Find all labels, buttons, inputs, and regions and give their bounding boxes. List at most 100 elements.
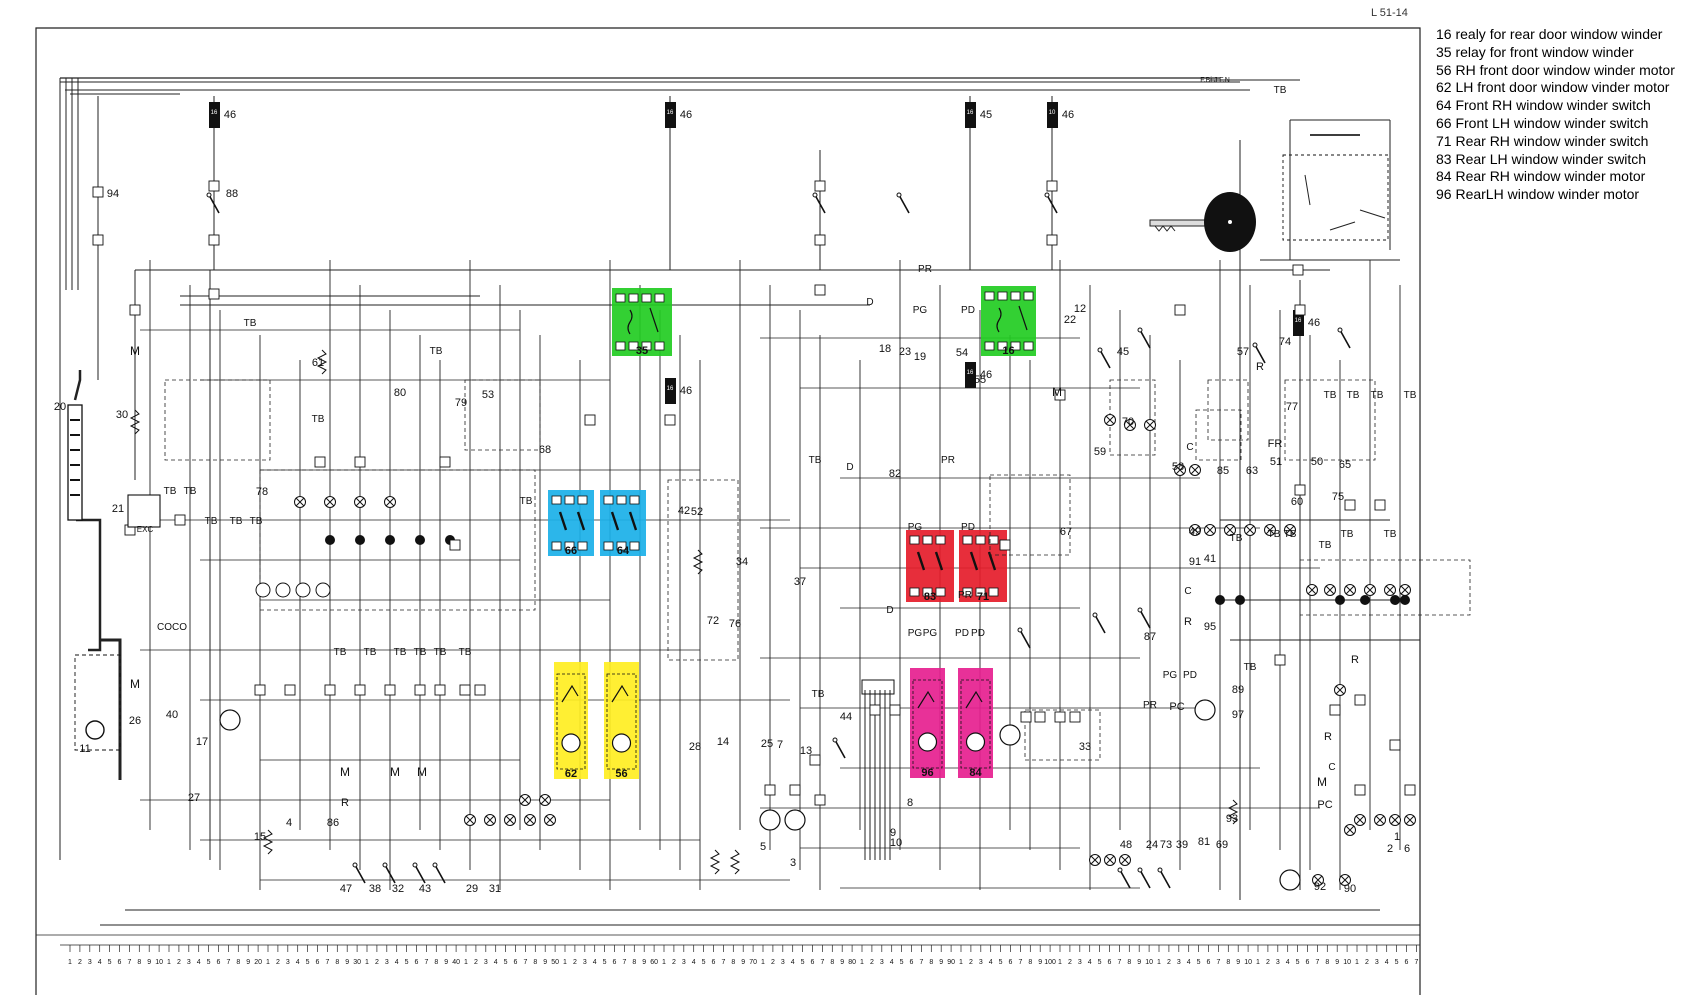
component-number: 1: [1394, 831, 1400, 843]
ruler-number: 1: [68, 959, 72, 966]
lamp-cross: [1090, 855, 1100, 865]
ruler-number: 5: [1098, 959, 1102, 966]
ruler-number: 3: [1276, 959, 1280, 966]
label-pr: PR: [1143, 700, 1157, 711]
lamp-cross: [355, 497, 365, 507]
label-tb: TB: [205, 516, 218, 527]
ruler-number: 9: [444, 959, 448, 966]
component-number: 53: [482, 389, 494, 401]
lamp-cross: [1340, 875, 1350, 885]
component-number: 18: [879, 343, 891, 355]
ruler-number: 4: [890, 959, 894, 966]
lamp-cross: [1175, 465, 1185, 475]
ruler-number: 5: [405, 959, 409, 966]
lamp-cross: [295, 497, 305, 507]
lamp-cross: [385, 497, 395, 507]
component-number: 7: [777, 739, 783, 751]
highlight-96: 96: [910, 668, 945, 779]
component-number: 51: [1270, 456, 1282, 468]
switch-terminal: [909, 535, 920, 545]
component-number: 76: [729, 618, 741, 630]
label-m: M: [340, 765, 350, 779]
terminal-block: [1294, 484, 1306, 496]
motor-outline: [556, 673, 586, 770]
relay-terminal: [997, 341, 1008, 351]
terminal-block: [208, 234, 220, 246]
lamp-cross: [1335, 685, 1345, 695]
switch-pivot: [352, 862, 358, 868]
component-housing: [164, 379, 271, 461]
ruler-number: 9: [1236, 959, 1240, 966]
lamp-icon: [464, 814, 476, 826]
terminal-block: [869, 704, 881, 716]
ruler-number: 6: [118, 959, 122, 966]
ruler-number: 7: [1216, 959, 1220, 966]
switch-blades: [610, 511, 638, 531]
label-tb: TB: [809, 455, 822, 466]
component-number: 93: [1226, 813, 1238, 825]
gauge-icon: [315, 582, 331, 598]
lamp-icon: [1374, 814, 1386, 826]
switch-terminal: [603, 541, 614, 551]
terminal-block: [764, 784, 776, 796]
ruler-number: 9: [1137, 959, 1141, 966]
label-r: R: [1351, 654, 1359, 666]
terminal-block: [1046, 180, 1058, 192]
indicator-light-icon: [1360, 595, 1370, 605]
lamp-icon: [294, 496, 306, 508]
ruler-number: 1: [167, 959, 171, 966]
motor-outline: [912, 679, 943, 769]
lamp-cross: [1125, 420, 1135, 430]
lamp-icon: [1244, 524, 1256, 536]
ruler-number: 5: [1395, 959, 1399, 966]
indicator-light-icon: [1400, 595, 1410, 605]
component-number: 13: [800, 745, 812, 757]
lamp-cross: [1145, 420, 1155, 430]
lamp-cross: [1105, 415, 1115, 425]
label-m: M: [417, 765, 427, 779]
legend-entry: 35 relay for front window winder: [1436, 43, 1634, 60]
highlight-label: 71: [977, 591, 989, 603]
terminal-block: [1329, 704, 1341, 716]
ruler-number: 1: [1256, 959, 1260, 966]
fuse-rating: 10: [1049, 110, 1056, 116]
ruler-number: 6: [1405, 959, 1409, 966]
label-tb: TB: [364, 647, 377, 658]
lamp-icon: [1344, 584, 1356, 596]
ignition-key-icon: [1149, 192, 1256, 252]
component-number: 10: [890, 837, 902, 849]
switch-pivot: [1337, 327, 1343, 333]
lamp-cross: [540, 795, 550, 805]
legend-entry: 16 realy for rear door window winder: [1436, 26, 1663, 42]
motor-icon: [611, 733, 632, 753]
ruler-number: 5: [801, 959, 805, 966]
indicator-light-icon: [1390, 595, 1400, 605]
earth-connector: [861, 679, 895, 695]
fuse-rating: 16: [667, 110, 674, 116]
fuse-body: [665, 378, 676, 404]
label-m: M: [1317, 775, 1327, 789]
label-tb: TB: [1371, 390, 1384, 401]
ruler-number: 1: [662, 959, 666, 966]
lamp-cross: [1405, 815, 1415, 825]
ruler-number: 2: [771, 959, 775, 966]
switch-terminal: [616, 541, 627, 551]
label-r: R: [1256, 361, 1264, 373]
ruler-number: 4: [791, 959, 795, 966]
indicator-light-icon: [355, 535, 365, 545]
switch-terminal: [975, 587, 986, 597]
label-m: M: [130, 677, 140, 691]
ruler-number: 4: [593, 959, 597, 966]
label-m: M: [390, 765, 400, 779]
switch-terminal: [616, 495, 627, 505]
highlight-62: 62: [554, 662, 588, 780]
label-d: D: [846, 462, 853, 473]
terminal-block: [1020, 711, 1032, 723]
lamp-cross: [1285, 525, 1295, 535]
lamp-icon: [504, 814, 516, 826]
terminal-block: [174, 514, 186, 526]
ruler-number: 3: [286, 959, 290, 966]
label-pd: PD: [971, 628, 985, 639]
